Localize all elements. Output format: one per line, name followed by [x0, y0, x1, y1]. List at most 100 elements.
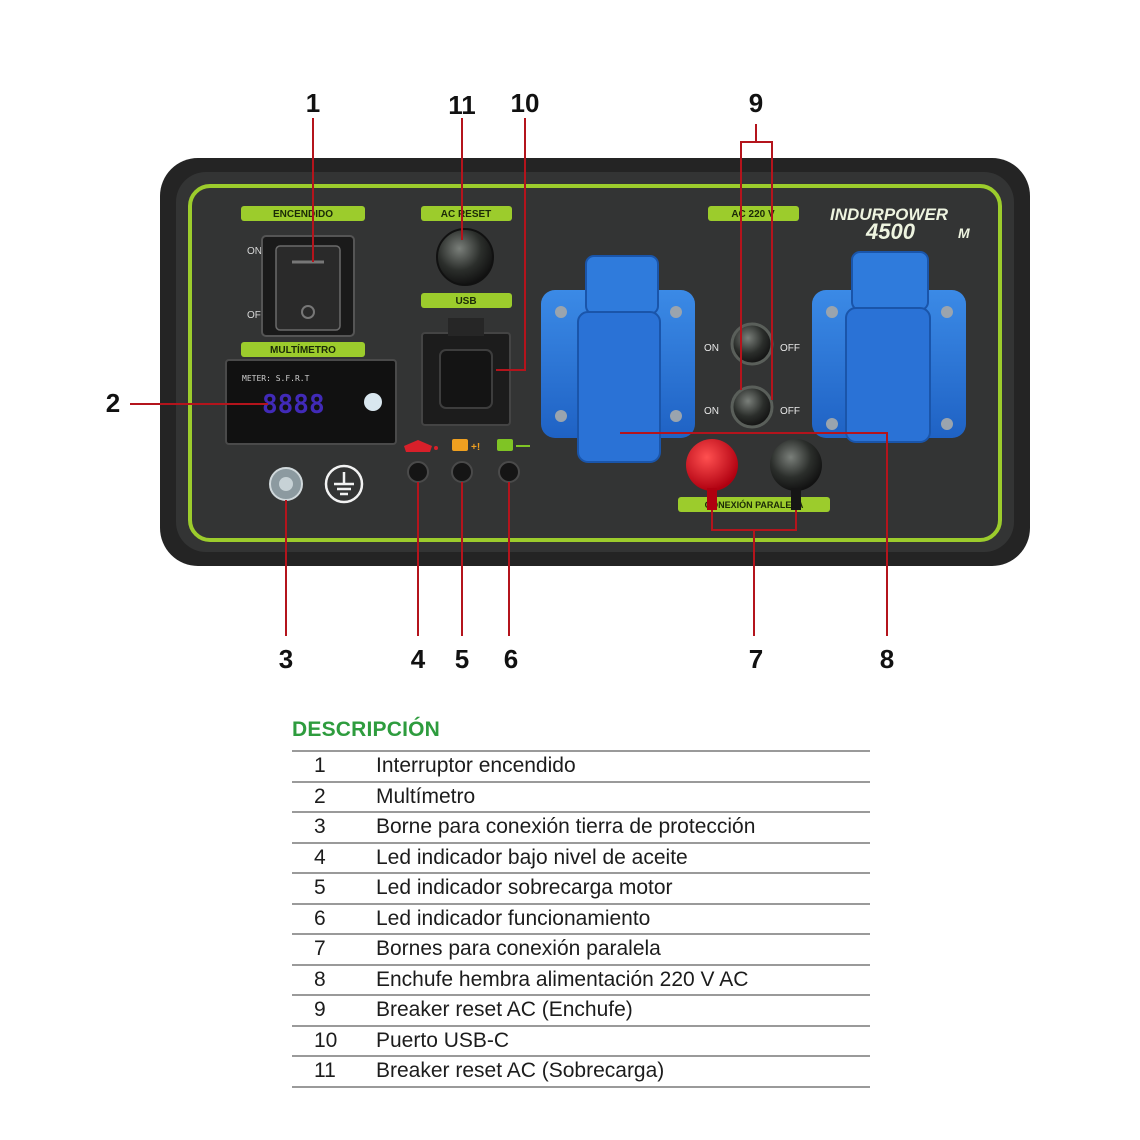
- meter-text: METER: S.F.R.T: [242, 374, 310, 383]
- row-description: Puerto USB-C: [376, 1025, 870, 1057]
- socket-left-screw-br: [670, 410, 682, 422]
- callout-9: 9: [749, 88, 763, 118]
- ac-reset-breaker[interactable]: [436, 228, 494, 286]
- callout-4: 4: [411, 644, 426, 674]
- row-description: Interruptor encendido: [376, 751, 870, 783]
- socket-right-screw-bl: [826, 418, 838, 430]
- led-low-oil: [407, 461, 429, 483]
- row-number: 5: [292, 873, 376, 905]
- led-running: [498, 461, 520, 483]
- row-number: 3: [292, 812, 376, 844]
- socket-right-screw-tl: [826, 306, 838, 318]
- row-description: Borne para conexión tierra de protección: [376, 812, 870, 844]
- overload-icon: +!: [452, 439, 480, 453]
- parallel-terminal-red-post: [707, 488, 717, 510]
- usb-cover-hinge: [448, 318, 484, 336]
- multimetro-label-plate: [241, 342, 365, 357]
- callout-10: 10: [511, 88, 540, 118]
- callout-2: 2: [106, 388, 120, 418]
- socket-right-screw-tr: [941, 306, 953, 318]
- row-number: 4: [292, 842, 376, 874]
- row-description: Multímetro: [376, 781, 870, 813]
- switch-on-label: ON: [247, 246, 262, 257]
- ac-reset-label: AC RESET: [441, 209, 492, 220]
- brand-name: INDURPOWER: [830, 205, 949, 224]
- socket-left-screw-bl: [555, 410, 567, 422]
- ground-terminal-core: [279, 477, 293, 491]
- socket-right-screw-br: [941, 418, 953, 430]
- meter-mode-button[interactable]: [364, 393, 382, 411]
- breaker1-on-label: ON: [704, 343, 719, 354]
- usb-label-plate: [421, 293, 512, 308]
- row-number: 8: [292, 964, 376, 996]
- encendido-label: ENCENDIDO: [273, 209, 333, 220]
- callout-1: 1: [306, 88, 320, 118]
- row-number: 9: [292, 995, 376, 1027]
- row-number: 1: [292, 751, 376, 783]
- parallel-terminal-black-post: [791, 488, 801, 510]
- brand-suffix: M: [958, 225, 970, 241]
- row-number: 6: [292, 903, 376, 935]
- multimeter-display: [225, 359, 397, 445]
- ac-220-label-plate: [708, 206, 799, 221]
- row-number: 10: [292, 1025, 376, 1057]
- row-description: Led indicador bajo nivel de aceite: [376, 842, 870, 874]
- multimetro-label: MULTÍMETRO: [270, 343, 336, 356]
- callout-8: 8: [880, 644, 894, 674]
- svg-text:+!: +!: [471, 442, 480, 453]
- encendido-label-plate: [241, 206, 365, 221]
- switch-off-label: OFF: [247, 310, 267, 321]
- socket-right-cover[interactable]: [851, 251, 929, 311]
- row-number: 11: [292, 1056, 376, 1088]
- panel-green-border: [188, 184, 1002, 542]
- led-overload: [451, 461, 473, 483]
- breaker2-on-label: ON: [704, 406, 719, 417]
- row-description: Breaker reset AC (Sobrecarga): [376, 1056, 870, 1088]
- row-description: Led indicador funcionamiento: [376, 903, 870, 935]
- earth-symbol-icon: [324, 464, 364, 504]
- callout-7: 7: [749, 644, 763, 674]
- row-description: Led indicador sobrecarga motor: [376, 873, 870, 905]
- ac-220-label: AC 220 V: [731, 209, 775, 220]
- callout-5: 5: [455, 644, 469, 674]
- callout-3: 3: [279, 644, 293, 674]
- row-description: Bornes para conexión paralela: [376, 934, 870, 966]
- brand-model: 4500: [865, 219, 916, 244]
- socket-breaker-bottom[interactable]: [730, 385, 774, 429]
- breaker1-off-label: OFF: [780, 343, 800, 354]
- conexion-label: CONEXIÓN PARALELA: [705, 499, 804, 510]
- row-description: Enchufe hembra alimentación 220 V AC: [376, 964, 870, 996]
- description-title: DESCRIPCIÓN: [292, 718, 441, 741]
- control-panel-diagram: ENCENDIDO ON OFF MULTÍMETRO METER: S.F.R…: [106, 88, 1030, 674]
- switch-off-mark: [301, 305, 315, 319]
- row-number: 2: [292, 781, 376, 813]
- socket-left-body: [577, 311, 661, 463]
- breaker2-off-label: OFF: [780, 406, 800, 417]
- socket-left-screw-tl: [555, 306, 567, 318]
- power-switch[interactable]: [275, 245, 341, 331]
- row-number: 7: [292, 934, 376, 966]
- row-description: Breaker reset AC (Enchufe): [376, 995, 870, 1027]
- running-icon: [497, 439, 530, 451]
- parallel-terminal-red[interactable]: [686, 439, 738, 491]
- socket-breaker-top[interactable]: [730, 322, 774, 366]
- socket-left-cover[interactable]: [585, 255, 659, 315]
- callout-11: 11: [448, 90, 476, 120]
- leader-lines: [130, 118, 888, 636]
- usb-c-port[interactable]: [439, 349, 493, 409]
- callout-6: 6: [504, 644, 518, 674]
- usb-label: USB: [455, 296, 476, 307]
- parallel-terminal-black[interactable]: [770, 439, 822, 491]
- oil-level-icon: [404, 440, 438, 452]
- ac-reset-label-plate: [421, 206, 512, 221]
